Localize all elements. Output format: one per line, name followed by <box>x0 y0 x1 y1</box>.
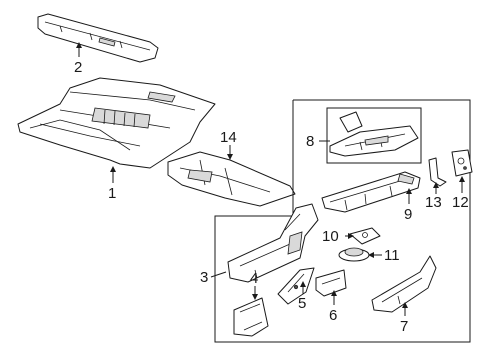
part-2-crossmember <box>37 13 159 63</box>
part-14-floor-extension <box>167 151 296 207</box>
callouts: 1 2 3 4 5 6 7 8 9 10 11 12 13 14 <box>74 59 469 335</box>
callout-9: 9 <box>404 206 412 223</box>
part-7-extension <box>371 255 437 313</box>
callout-5: 5 <box>298 295 306 312</box>
part-11-spring-seat <box>338 247 370 262</box>
callout-13: 13 <box>425 194 442 211</box>
callout-4: 4 <box>250 270 258 287</box>
part-3-rail-assembly <box>227 203 319 283</box>
callout-6: 6 <box>329 307 337 324</box>
leader-lines <box>76 42 465 316</box>
callout-3: 3 <box>200 269 208 286</box>
part-5-gusset <box>277 267 315 305</box>
assembly-box-part-8 <box>326 107 422 164</box>
part-13-bracket <box>428 157 447 187</box>
callout-1: 1 <box>108 185 116 202</box>
part-9-rear-rail <box>321 171 421 213</box>
part-12-plate <box>451 149 473 177</box>
callout-2: 2 <box>74 59 82 76</box>
callout-12: 12 <box>452 194 469 211</box>
callout-8: 8 <box>306 133 314 150</box>
part-6-bracket <box>315 269 347 297</box>
part-8-rail-assembly <box>329 111 419 157</box>
part-1-floor-pan <box>17 77 216 169</box>
callout-7: 7 <box>400 318 408 335</box>
part-10-bracket <box>349 227 381 245</box>
callout-10: 10 <box>322 228 339 245</box>
callout-14: 14 <box>220 129 237 146</box>
part-4-bracket <box>233 297 269 337</box>
callout-11: 11 <box>384 247 400 264</box>
